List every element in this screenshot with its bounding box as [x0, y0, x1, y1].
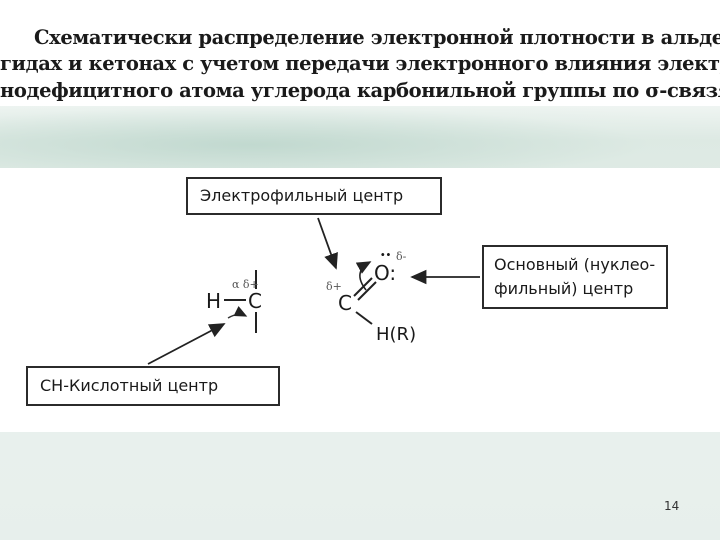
- caption-line-3: нодефицитного атома углерода карбонильно…: [0, 79, 720, 102]
- alpha-delta-mark: α δ+: [232, 278, 259, 291]
- oxygen-lone-pair: ··: [380, 245, 391, 264]
- basic-center-label-line-1: Основный (нуклео-: [494, 255, 656, 274]
- electrophilic-center-label: Электрофильный центр: [186, 177, 442, 215]
- carbonyl-carbon: C: [338, 291, 352, 315]
- acid-center-label: CH-Кислотный центр: [26, 366, 280, 406]
- basic-center-label: Основный (нуклео- фильный) центр: [482, 245, 668, 309]
- oxygen-delta-mark: δ-: [396, 250, 407, 263]
- carbonyl-double-bond-2: [357, 281, 377, 301]
- basic-center-label-line-2: фильный) центр: [494, 279, 634, 298]
- caption-line-1: Схематически распределение электронной п…: [34, 26, 720, 49]
- page-number: 14: [664, 499, 680, 513]
- slide-caption: Схематически распределение электронной п…: [0, 6, 720, 106]
- hydrogen-atom: H: [206, 289, 221, 313]
- caption-line-2: гидах и кетонах с учетом передачи электр…: [0, 52, 720, 75]
- pi-shift-arrow: [355, 261, 372, 291]
- alpha-carbon: C: [248, 289, 262, 313]
- c-hr-bond: [355, 311, 373, 325]
- electrophilic-pointer-arrow: [317, 217, 338, 270]
- substituent: H(R): [376, 324, 416, 345]
- carbon-delta-mark: δ+: [326, 280, 342, 293]
- oxygen-atom: O:: [374, 261, 396, 285]
- acid-pointer-arrow: [147, 323, 226, 365]
- h-c-shift-arrow: [227, 305, 248, 319]
